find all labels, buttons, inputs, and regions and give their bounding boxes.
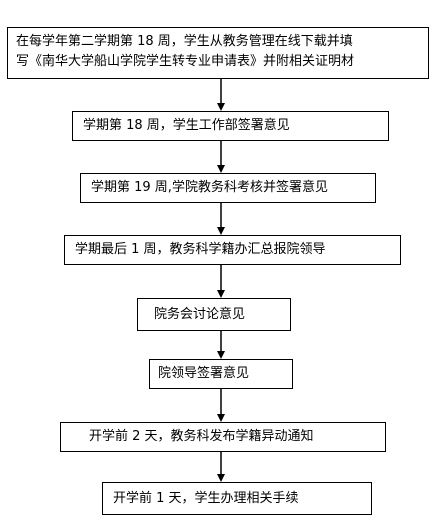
step-7-text: 开学前 2 天，教务科发布学籍异动通知 [89,429,314,444]
step-8-box: 开学前 1 天，学生办理相关手续 [102,482,372,515]
step-5-text: 院务会讨论意见 [154,307,246,322]
step-3-box: 学期第 19 周,学院教务科考核并签署意见 [80,173,376,203]
arrow-head-6 [217,414,225,422]
arrow-head-7 [217,474,225,482]
step-6-box: 院领导签署意见 [149,359,293,389]
step-5-box: 院务会讨论意见 [137,298,291,331]
step-2-text: 学期第 18 周，学生工作部签署意见 [83,118,290,133]
step-6-text: 院领导签署意见 [158,366,250,381]
step-1-text-line-2: 写《南华大学船山学院学生转专业申请表》并附相关证明材 [16,54,355,69]
step-4-text: 学期最后 1 周，教务科学籍办汇总报院领导 [75,242,326,257]
arrow-head-2 [217,165,225,173]
step-4-box: 学期最后 1 周，教务科学籍办汇总报院领导 [64,235,401,265]
step-1-box: 在每学年第二学期第 18 周，学生从教务管理在线下载并填 写《南华大学船山学院学… [7,27,429,79]
arrow-head-1 [217,103,225,111]
step-3-text: 学期第 19 周,学院教务科考核并签署意见 [91,180,328,195]
step-7-box: 开学前 2 天，教务科发布学籍异动通知 [60,422,386,452]
arrow-head-5 [217,351,225,359]
arrow-head-3 [217,227,225,235]
arrow-head-4 [217,290,225,298]
step-1-text-line-1: 在每学年第二学期第 18 周，学生从教务管理在线下载并填 [16,34,353,49]
step-2-box: 学期第 18 周，学生工作部签署意见 [72,111,389,141]
step-8-text: 开学前 1 天，学生办理相关手续 [113,491,299,506]
